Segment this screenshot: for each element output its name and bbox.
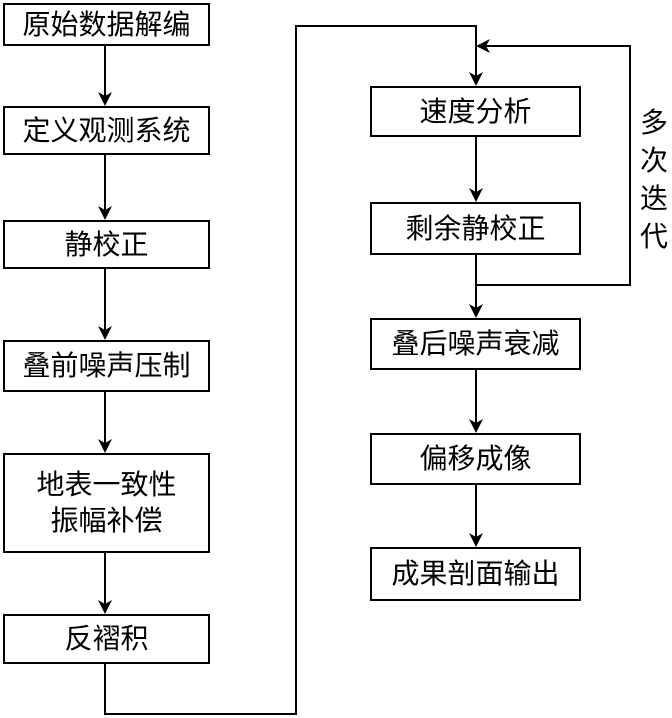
box-velocity-analysis: 速度分析 xyxy=(370,86,581,137)
iteration-char-4: 代 xyxy=(639,220,668,253)
box-deconvolution: 反褶积 xyxy=(3,614,210,664)
iteration-char-2: 次 xyxy=(639,144,668,177)
box-output-section: 成果剖面输出 xyxy=(370,547,581,601)
box-prestack-noise-suppression: 叠前噪声压制 xyxy=(3,340,210,392)
amplitude-line-1: 地表一致性 xyxy=(36,468,177,501)
iteration-loop-line xyxy=(476,39,631,286)
iteration-char-1: 多 xyxy=(639,106,668,139)
iteration-char-3: 迭 xyxy=(639,182,668,215)
box-poststack-noise-attenuation: 叠后噪声衰减 xyxy=(370,318,581,370)
box-raw-data-decoding: 原始数据解编 xyxy=(3,3,210,46)
box-amplitude-compensation: 地表一致性 振幅补偿 xyxy=(3,453,210,553)
box-residual-statics: 剩余静校正 xyxy=(370,202,581,255)
connector-decon-to-velocity xyxy=(104,25,483,715)
amplitude-line-2: 振幅补偿 xyxy=(50,504,163,537)
box-migration-imaging: 偏移成像 xyxy=(370,433,581,485)
box-define-geometry: 定义观测系统 xyxy=(3,106,210,155)
iteration-label: 多 次 迭 代 xyxy=(636,104,672,256)
box-static-correction: 静校正 xyxy=(3,220,210,269)
